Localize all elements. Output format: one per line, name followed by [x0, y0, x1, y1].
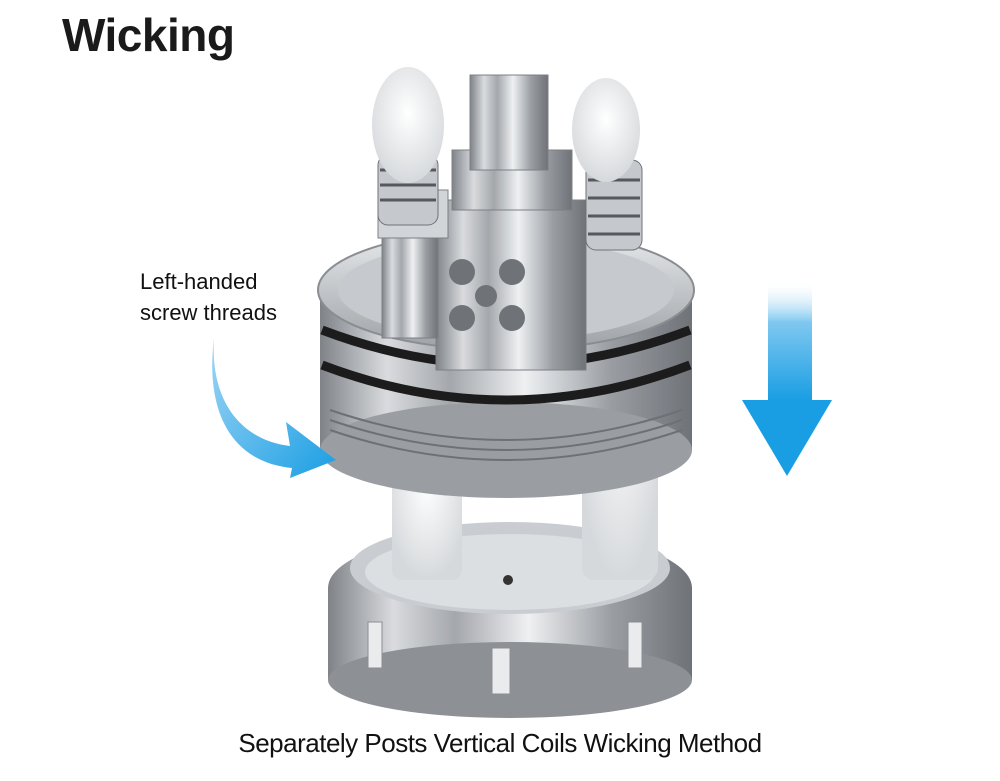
down-arrow-icon: [742, 280, 832, 476]
callout-line-1: Left-handed: [140, 269, 258, 294]
top-cotton: [372, 67, 640, 183]
callout-line-2: screw threads: [140, 300, 277, 325]
page-title: Wicking: [62, 9, 235, 61]
center-post-block: [377, 74, 587, 371]
rotate-counterclockwise-arrow-icon: [212, 338, 336, 478]
thread-callout: Left-handed screw threads: [140, 266, 277, 328]
caption: Separately Posts Vertical Coils Wicking …: [238, 728, 762, 758]
